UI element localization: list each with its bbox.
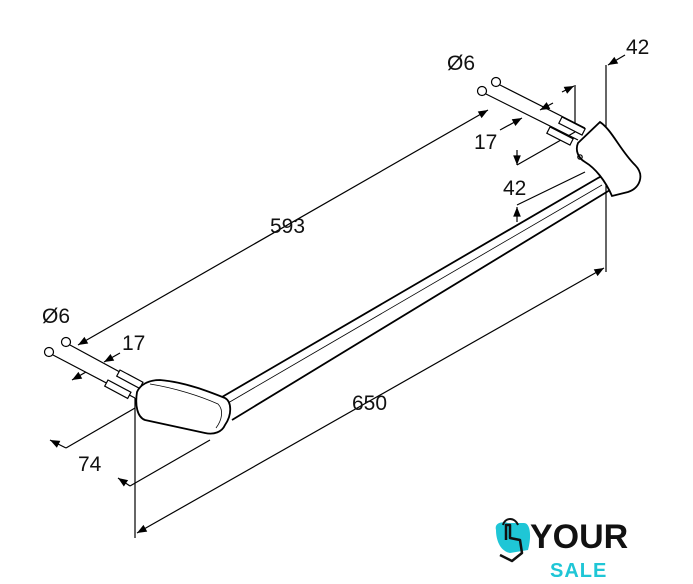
wall-plug-left-2	[115, 369, 144, 390]
dimension-label-42-top: 42	[626, 36, 649, 59]
dimension-line-650	[136, 267, 605, 534]
shopping-bag-handle-icon	[502, 518, 519, 526]
dimension-ext-74-a	[65, 407, 136, 449]
dimension-label-17-right: 17	[474, 131, 497, 154]
wall-bracket-right	[575, 120, 642, 198]
screw-shaft-right-1	[485, 93, 579, 141]
dimension-label-17-left: 17	[122, 332, 145, 355]
dimension-label-74: 74	[78, 453, 102, 476]
logo-word-your: YOUR	[530, 518, 628, 556]
dimension-line-74-a	[49, 439, 67, 449]
dimension-leader-17-left-b	[71, 371, 87, 381]
dimension-leader-17-right-b	[539, 102, 554, 111]
yoursale-logo: YOUR SALE	[495, 518, 628, 582]
wall-plug-right-1	[546, 126, 574, 146]
screw-head-right-2	[490, 76, 502, 88]
towel-bar-highlight	[227, 184, 603, 404]
dimension-line-593	[77, 109, 489, 346]
dimension-label-diameter-right: Ø6	[447, 52, 475, 75]
logo-word-sale: SALE	[550, 560, 607, 582]
dimension-leader-17-right	[499, 117, 523, 131]
dimension-label-593: 593	[270, 215, 305, 238]
wall-bracket-left-edge	[149, 383, 222, 429]
dimension-label-42-mid: 42	[503, 177, 526, 200]
dimension-leader-42-top	[607, 54, 626, 66]
dimension-arrow-right-vertical	[561, 85, 575, 94]
dimension-leader-17-left	[103, 352, 121, 363]
dimension-label-diameter-left: Ø6	[42, 305, 70, 328]
screw-head-left-2	[60, 336, 72, 348]
wall-bracket-left	[135, 379, 232, 435]
dimension-ext-42-mid-b	[516, 171, 586, 206]
wall-plug-left-1	[103, 379, 132, 400]
dimension-ext-74-b	[129, 439, 211, 487]
screw-head-left-1	[43, 346, 55, 358]
screw-head-right-1	[476, 85, 488, 97]
dimension-line-74-b	[117, 477, 131, 487]
towel-bar-tube	[221, 175, 613, 421]
bracket-set-screw	[577, 154, 583, 160]
wall-plug-right-2	[558, 116, 586, 136]
hand-pointer-icon	[499, 523, 524, 563]
dimension-label-650: 650	[352, 392, 387, 415]
